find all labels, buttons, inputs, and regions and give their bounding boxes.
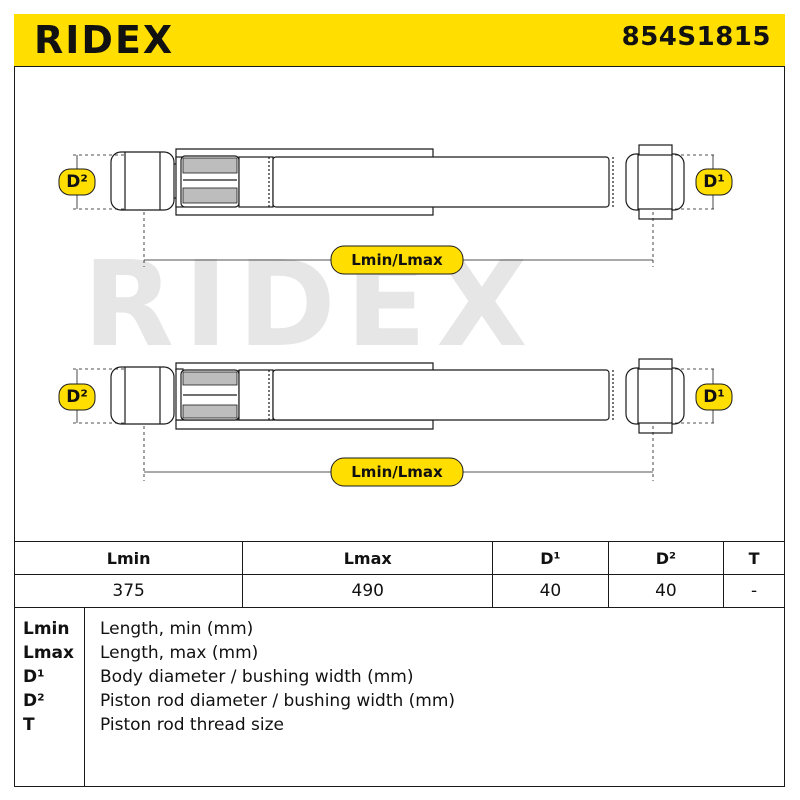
header-lmin: Lmin <box>13 541 244 575</box>
technical-drawing: RIDEX <box>15 67 784 542</box>
legend-item: Lmax Length, max (mm) <box>15 643 775 667</box>
brand-logo-text: RIDEX <box>34 20 174 60</box>
shock-absorber-top <box>110 144 685 220</box>
header-d1: D¹ <box>492 541 609 575</box>
legend-item: T Piston rod thread size <box>15 715 775 739</box>
d1-badge-top: D¹ <box>695 168 733 196</box>
watermark-text: RIDEX <box>83 235 537 373</box>
header-d2: D² <box>607 541 725 575</box>
legend-divider <box>84 607 85 786</box>
length-badge-bottom: Lmin/Lmax <box>330 457 464 487</box>
d1-badge-bottom: D¹ <box>695 383 733 411</box>
legend-desc: Piston rod diameter / bushing width (mm) <box>100 691 456 711</box>
d1-label-bottom: D¹ <box>703 387 725 407</box>
legend-item: D¹ Body diameter / bushing width (mm) <box>15 667 775 691</box>
legend-key: T <box>23 715 35 735</box>
d2-badge-bottom: D² <box>58 383 96 411</box>
legend-item: D² Piston rod diameter / bushing width (… <box>15 691 775 715</box>
shock-absorber-drawing: RIDEX <box>58 144 733 487</box>
header-bar: RIDEX 854S1815 <box>14 14 785 67</box>
part-number: 854S1815 <box>621 22 771 52</box>
length-label-bottom: Lmin/Lmax <box>351 463 443 481</box>
legend-desc: Length, max (mm) <box>100 643 259 663</box>
spec-table-value-row: 375 490 40 40 - <box>13 574 785 608</box>
header-lmax: Lmax <box>242 541 494 575</box>
legend-key: D¹ <box>23 667 45 687</box>
d2-label-bottom: D² <box>66 387 88 407</box>
value-d1: 40 <box>492 574 609 608</box>
length-label-top: Lmin/Lmax <box>351 251 443 269</box>
value-lmin: 375 <box>13 574 244 608</box>
shock-absorber-bottom <box>110 358 685 434</box>
spec-table-header-row: Lmin Lmax D¹ D² T <box>13 541 785 575</box>
legend-desc: Length, min (mm) <box>100 619 254 639</box>
d1-label-top: D¹ <box>703 172 725 192</box>
legend-key: Lmax <box>23 643 74 663</box>
ridex-logo: RIDEX <box>32 18 212 64</box>
legend-key: Lmin <box>23 619 70 639</box>
header-t: T <box>723 541 785 575</box>
value-lmax: 490 <box>242 574 494 608</box>
spec-table: Lmin Lmax D¹ D² T 375 490 40 40 - <box>13 541 785 608</box>
d2-badge-top: D² <box>58 168 96 196</box>
length-badge-top: Lmin/Lmax <box>330 245 464 275</box>
d2-label-top: D² <box>66 172 88 192</box>
legend-key: D² <box>23 691 45 711</box>
value-d2: 40 <box>607 574 725 608</box>
legend-desc: Body diameter / bushing width (mm) <box>100 667 414 687</box>
value-t: - <box>723 574 785 608</box>
legend-desc: Piston rod thread size <box>100 715 285 735</box>
legend-box: Lmin Length, min (mm) Lmax Length, max (… <box>14 607 785 787</box>
legend-item: Lmin Length, min (mm) <box>15 619 775 643</box>
